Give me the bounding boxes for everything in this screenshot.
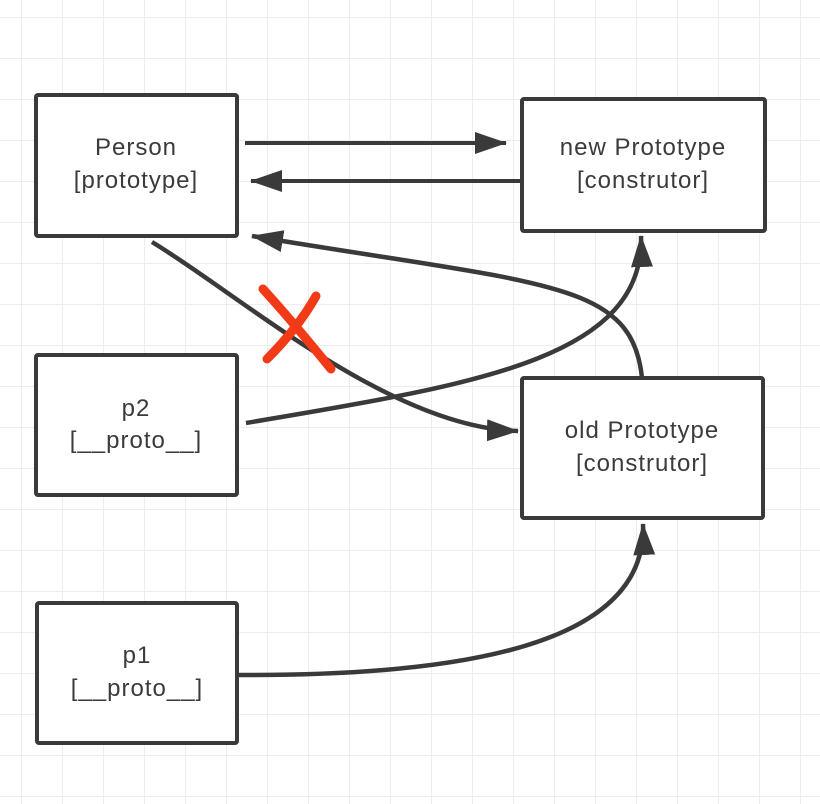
node-person-subtitle: [prototype]	[74, 167, 198, 194]
node-old-prototype: old Prototype [construtor]	[520, 376, 765, 520]
node-new-prototype-title: new Prototype	[560, 134, 726, 161]
edge-p2-to-new-prototype	[245, 235, 653, 426]
node-new-prototype: new Prototype [construtor]	[520, 97, 767, 233]
node-p2: p2 [__proto__]	[34, 353, 239, 497]
node-old-prototype-box	[520, 376, 765, 520]
node-person-title: Person	[95, 134, 177, 161]
node-old-prototype-title: old Prototype	[565, 417, 719, 444]
node-person: Person [prototype]	[34, 93, 239, 238]
edge-p1-to-old-prototype	[238, 523, 656, 678]
node-p1-title: p1	[123, 642, 152, 669]
node-new-prototype-subtitle: [construtor]	[577, 167, 709, 194]
node-p2-title: p2	[122, 395, 151, 422]
node-person-box	[34, 93, 239, 238]
node-new-prototype-box	[520, 97, 767, 233]
cross-out-stroke-2	[262, 291, 321, 364]
cross-out-x-annotation	[258, 284, 336, 374]
node-p2-subtitle: [__proto__]	[70, 427, 202, 454]
edge-old-prototype-to-person	[251, 230, 645, 379]
node-p1-subtitle: [__proto__]	[71, 675, 203, 702]
node-p1-box	[35, 601, 239, 745]
node-old-prototype-subtitle: [construtor]	[576, 450, 708, 477]
node-p2-box	[34, 353, 239, 497]
node-p1: p1 [__proto__]	[35, 601, 239, 745]
